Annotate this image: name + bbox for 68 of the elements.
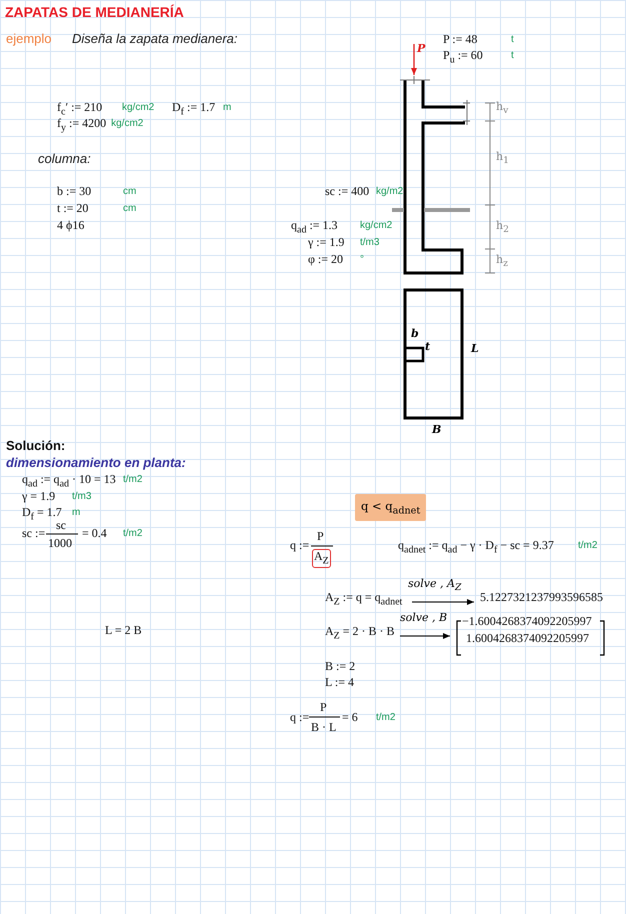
math-expression: q$_{ad}$ := q$_{ad}$ · 10 = 13: [22, 472, 116, 492]
math-expression: γ := 1.9: [308, 235, 344, 250]
dimension-label: B: [432, 422, 442, 437]
solve-keyword: solve , B: [400, 610, 448, 625]
condition-box: q < q$_{adnet}$: [355, 494, 426, 522]
math-expression: q$_{adnet}$ := q$_{ad}$ − γ · D$_{f}$ − sc = 9.37: [398, 538, 554, 558]
math-expression: φ := 20: [308, 252, 344, 267]
math-expression: q$_{ad}$ := 1.3: [291, 218, 338, 238]
load-label: P: [417, 41, 426, 56]
unit-label: t: [511, 49, 514, 63]
math-expression: 1.6004268374092205997: [466, 631, 589, 646]
unit-label: kg/cm2: [122, 101, 154, 115]
math-expression: −1.6004268374092205997: [462, 614, 592, 629]
math-expression: 5.1227321237993596585: [480, 590, 603, 605]
page-title: ZAPATAS DE MEDIANERÍA: [5, 4, 184, 20]
math-expression: b := 30: [57, 184, 92, 199]
math-expression: D$_{f}$ := 1.7: [172, 100, 216, 120]
math-expression: = 0.4: [82, 526, 107, 541]
unit-label: t/m3: [360, 236, 380, 250]
math-expression: B · L: [311, 720, 336, 735]
dimension-label: h$_{1}$: [496, 149, 509, 168]
math-expression: P: [320, 700, 327, 715]
unit-label: kg/cm2: [360, 219, 392, 233]
math-expression: q :=: [290, 538, 310, 553]
math-expression: q :=: [290, 710, 310, 725]
unit-label: kg/cm2: [111, 117, 144, 131]
math-expression: A$_{Z}$ = 2 · B · B: [325, 624, 395, 644]
math-expression: 1000: [48, 536, 72, 551]
dimension-label: h$_{v}$: [496, 99, 508, 118]
math-expression: P$_{u}$ := 60: [443, 48, 483, 68]
math-expression: P := 48: [443, 32, 478, 47]
dimension-label: L: [471, 341, 479, 356]
dimension-label: b: [411, 326, 419, 341]
section-heading: Solución:: [6, 438, 66, 453]
unit-label: °: [360, 253, 364, 267]
math-expression: γ = 1.9: [22, 489, 56, 504]
dimension-label: h$_{z}$: [496, 252, 508, 272]
unit-label: cm: [123, 185, 136, 199]
math-expression: A$_{Z}$ := q = q$_{adnet}$: [325, 590, 402, 610]
unit-label: t/m2: [578, 539, 598, 553]
dimension-label: t: [425, 339, 430, 354]
math-expression: = 6: [342, 710, 358, 725]
math-expression: B := 2: [325, 659, 356, 674]
math-expression: t := 20: [57, 201, 88, 216]
solve-keyword: solve , A$_{Z}$: [408, 576, 462, 596]
unit-label: t/m2: [123, 527, 142, 541]
math-expression: sc :=: [22, 526, 46, 541]
unit-label: t/m2: [123, 473, 142, 487]
dimension-label: h$_{2}$: [496, 218, 509, 238]
unit-label: t/m2: [376, 711, 396, 725]
math-expression: P: [317, 529, 324, 544]
math-expression: L := 4: [325, 675, 354, 690]
instruction-text: Diseña la zapata medianera:: [72, 31, 238, 46]
math-expression: f$_{y}$ := 4200: [57, 116, 106, 136]
math-expression: L = 2 B: [105, 623, 142, 638]
math-expression: 4 ϕ16: [57, 218, 84, 233]
math-term: A$_{Z}$: [312, 549, 331, 568]
unit-label: m: [72, 506, 80, 520]
unit-label: cm: [123, 202, 136, 216]
unit-label: t: [511, 33, 514, 47]
math-expression: sc := 400: [325, 184, 370, 199]
math-expression: f$_{c}$′ := 210: [57, 100, 102, 118]
subsection-heading: dimensionamiento en planta:: [6, 455, 186, 470]
unit-label: t/m3: [72, 490, 92, 504]
instruction-text: columna:: [38, 151, 91, 166]
unit-label: m: [223, 101, 232, 115]
unit-label: kg/m2: [376, 185, 404, 199]
section-label: ejemplo: [6, 31, 52, 46]
